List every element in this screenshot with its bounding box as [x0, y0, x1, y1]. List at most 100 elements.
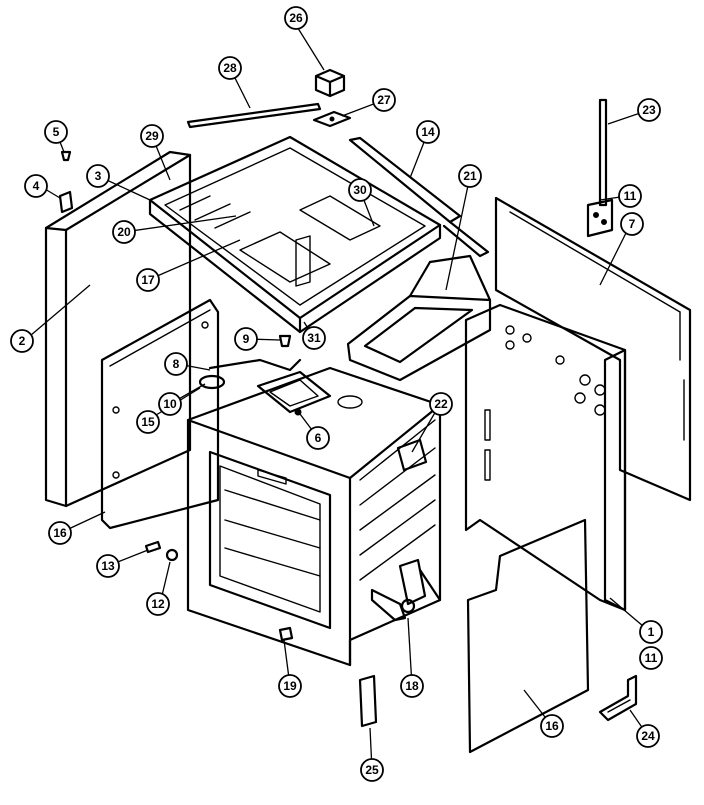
callout-circle — [284, 6, 308, 30]
callout-circle — [136, 410, 160, 434]
callout-circle — [458, 164, 482, 188]
callout-number: 27 — [377, 93, 391, 107]
callout-circle — [136, 268, 160, 292]
callout-circle — [429, 392, 453, 416]
callout-number: 16 — [53, 526, 67, 540]
callout-circle — [96, 554, 120, 578]
callout-number: 22 — [434, 397, 448, 411]
callout-number: 5 — [53, 125, 60, 139]
callout-5: 5 — [44, 120, 68, 144]
callout-circle — [636, 724, 660, 748]
callout-circle — [112, 220, 136, 244]
part-right-panel — [494, 196, 692, 502]
callout-circle — [372, 88, 396, 112]
part-oven-cavity — [186, 366, 442, 667]
part-inner-left-panel — [100, 298, 220, 530]
callout-circle — [639, 620, 663, 644]
callout-9: 9 — [234, 327, 258, 351]
callout-number: 13 — [101, 559, 115, 573]
callout-number: 10 — [163, 397, 177, 411]
part-bracket-bottom — [358, 674, 378, 728]
callout-27: 27 — [372, 88, 396, 112]
leader-lines — [23, 24, 651, 771]
callout-circle — [302, 326, 326, 350]
callout-25: 25 — [360, 758, 384, 782]
callout-11: 11 — [639, 646, 663, 670]
part-block — [314, 68, 346, 98]
callout-17: 17 — [136, 268, 160, 292]
callout-circle — [86, 164, 110, 188]
callout-15: 15 — [136, 410, 160, 434]
callout-26: 26 — [284, 6, 308, 30]
callout-circle — [620, 212, 644, 236]
callout-circle — [306, 426, 330, 450]
callout-14: 14 — [416, 120, 440, 144]
part-burner-assembly — [198, 358, 332, 416]
part-rod — [186, 102, 322, 129]
part-back-panel — [464, 303, 627, 612]
callout-number: 18 — [405, 679, 419, 693]
callout-number: 3 — [95, 169, 102, 183]
callout-16: 16 — [540, 714, 564, 738]
part-clip — [58, 190, 74, 214]
callout-18: 18 — [400, 674, 424, 698]
callout-7: 7 — [620, 212, 644, 236]
callout-3: 3 — [86, 164, 110, 188]
part-bottom-right-panel — [466, 518, 590, 754]
callout-8: 8 — [164, 352, 188, 376]
callout-number: 11 — [624, 189, 637, 203]
callout-number: 28 — [223, 61, 237, 75]
callout-circle — [637, 98, 661, 122]
part-strip — [348, 136, 490, 258]
callout-13: 13 — [96, 554, 120, 578]
callout-number: 16 — [545, 719, 559, 733]
callout-21: 21 — [458, 164, 482, 188]
callout-number: 1 — [648, 625, 655, 639]
callout-number: 19 — [283, 679, 297, 693]
callout-20: 20 — [112, 220, 136, 244]
part-pin — [278, 626, 294, 642]
callout-circle — [140, 124, 164, 148]
callout-number: 8 — [173, 357, 180, 371]
callout-22: 22 — [429, 392, 453, 416]
part-left-panel — [44, 150, 192, 508]
part-tube — [586, 98, 614, 238]
callout-23: 23 — [637, 98, 661, 122]
callout-circle — [218, 56, 242, 80]
callout-number: 20 — [117, 225, 131, 239]
part-screw-small — [278, 334, 292, 348]
callout-circle — [348, 178, 372, 202]
callout-circle — [416, 120, 440, 144]
callout-number: 23 — [642, 103, 656, 117]
callout-24: 24 — [636, 724, 660, 748]
part-screw — [60, 150, 72, 162]
callout-number: 21 — [463, 169, 477, 183]
part-top-frame — [148, 135, 442, 334]
callout-4: 4 — [24, 174, 48, 198]
callout-1: 1 — [639, 620, 663, 644]
callout-circle — [164, 352, 188, 376]
callout-circle — [10, 329, 34, 353]
callout-number: 25 — [365, 763, 379, 777]
callout-circle — [639, 646, 663, 670]
callout-2: 2 — [10, 329, 34, 353]
callout-number: 14 — [421, 125, 435, 139]
callout-number: 17 — [141, 273, 155, 287]
callout-circle — [48, 521, 72, 545]
callout-19: 19 — [278, 674, 302, 698]
callout-10: 10 — [158, 392, 182, 416]
callout-number: 31 — [307, 331, 321, 345]
callout-circle — [146, 592, 170, 616]
part-hinge — [370, 558, 442, 622]
callout-number: 7 — [629, 217, 636, 231]
callout-12: 12 — [146, 592, 170, 616]
part-angle-bracket — [598, 674, 638, 722]
callout-number: 6 — [315, 431, 322, 445]
callout-circle — [400, 674, 424, 698]
callout-circle — [540, 714, 564, 738]
callout-number: 30 — [353, 183, 367, 197]
callout-circle — [618, 184, 642, 208]
callout-number: 24 — [641, 729, 655, 743]
